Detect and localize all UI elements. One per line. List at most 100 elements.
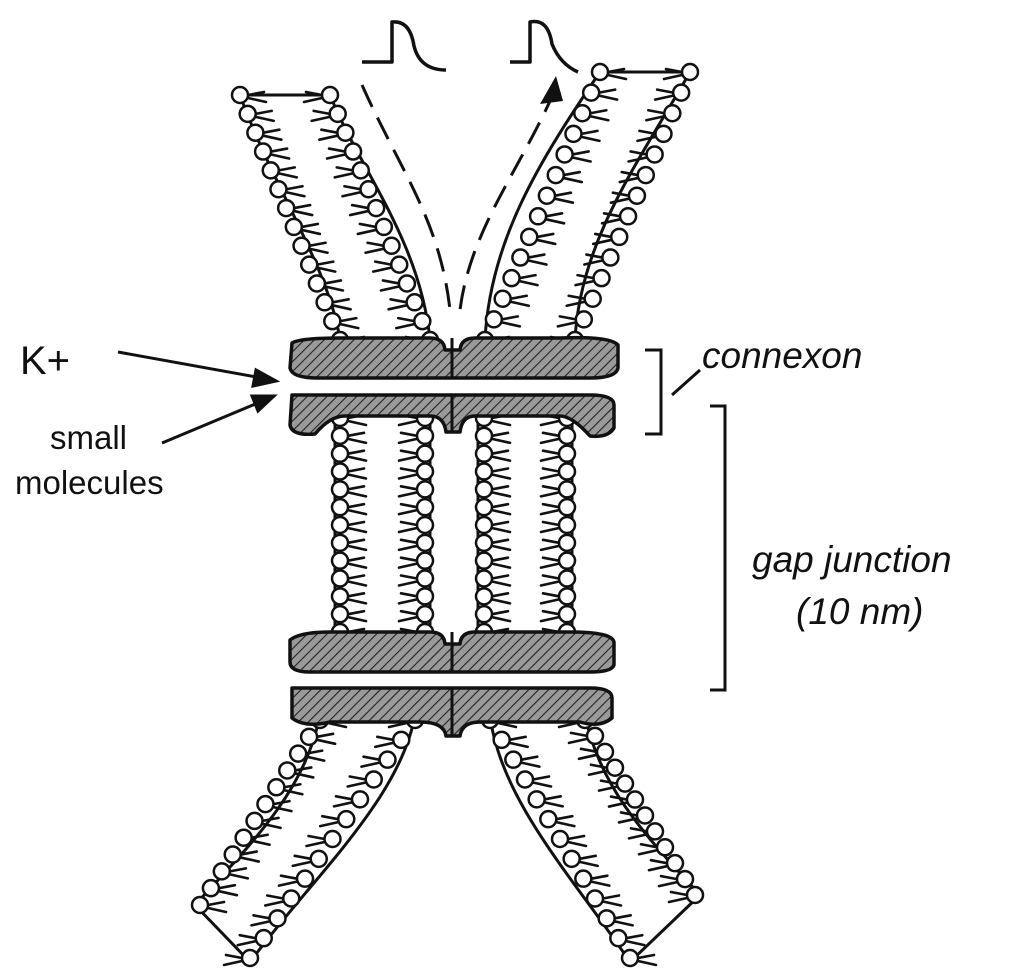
lipid-head: [417, 571, 433, 587]
action-potential-out-icon: [510, 21, 578, 72]
lipid-head: [664, 105, 680, 121]
lipid-head: [559, 481, 575, 497]
lipid-head: [332, 446, 348, 462]
lipid-head: [399, 275, 415, 291]
lipid-head: [494, 732, 510, 748]
current-flow-arrowhead: [540, 76, 563, 104]
connexon-bracket: [645, 350, 661, 434]
lipid-head: [417, 553, 433, 569]
lipid-head: [594, 270, 610, 286]
lipid-head: [559, 571, 575, 587]
lipid-head: [263, 162, 279, 178]
lipid-head: [667, 855, 683, 871]
lipid-head: [417, 428, 433, 444]
lipid-head: [301, 729, 317, 745]
lipid-head: [332, 535, 348, 551]
lipid-head: [309, 275, 325, 291]
k-ion-arrow: [118, 352, 262, 378]
lipid-head: [504, 270, 520, 286]
lipid-head: [353, 162, 369, 178]
lipid-head: [330, 106, 346, 122]
lipid-head: [332, 553, 348, 569]
lipid-head: [505, 752, 521, 768]
lipid-head: [332, 428, 348, 444]
lipid-head: [476, 571, 492, 587]
lipid-head: [337, 125, 353, 141]
lipid-head: [548, 167, 564, 183]
gap-junction-bracket: [710, 406, 725, 690]
lipid-head: [294, 238, 310, 254]
lipid-head: [332, 517, 348, 533]
lipid-head: [268, 779, 284, 795]
lipid-head: [417, 446, 433, 462]
lipid-head: [585, 291, 601, 307]
lipid-head: [583, 85, 599, 101]
lipid-head: [673, 85, 689, 101]
lipid-head: [283, 891, 299, 907]
lipid-head: [256, 930, 272, 946]
lipid-head: [332, 464, 348, 480]
connexon-leader: [672, 370, 700, 395]
lipid-head: [270, 181, 286, 197]
lipid-head: [602, 250, 618, 266]
lipid-head: [332, 481, 348, 497]
lipid-head: [203, 880, 219, 896]
lipid-head: [657, 839, 673, 855]
lipid-head: [476, 481, 492, 497]
lipid-head: [647, 823, 663, 839]
lipid-head: [529, 791, 545, 807]
lipid-head: [240, 106, 256, 122]
molecules-label: molecules: [15, 466, 164, 499]
lipid-head: [317, 294, 333, 310]
lipid-head: [552, 831, 568, 847]
lipid-head: [384, 238, 400, 254]
lipid-head: [576, 311, 592, 327]
lipid-head: [611, 229, 627, 245]
lipid-head: [476, 428, 492, 444]
lipid-head: [192, 897, 208, 913]
lipid-head: [352, 791, 368, 807]
lipid-head: [476, 606, 492, 622]
lipid-head: [345, 144, 361, 160]
lipid-head: [559, 553, 575, 569]
lipid-head: [332, 588, 348, 604]
lipid-head: [677, 871, 693, 887]
connexon-label: connexon: [702, 337, 862, 374]
lipid-head: [225, 847, 241, 863]
lipid-head: [559, 499, 575, 515]
lipid-head: [232, 87, 248, 103]
lipid-head: [338, 811, 354, 827]
lipid-head: [301, 257, 317, 273]
lipid-head: [574, 105, 590, 121]
lipid-head: [279, 762, 295, 778]
lipid-head: [512, 250, 528, 266]
membrane-bands: [195, 72, 700, 962]
small-label: small: [50, 421, 127, 454]
lipid-head: [627, 792, 643, 808]
lipid-head: [417, 464, 433, 480]
lipid-head: [311, 851, 327, 867]
lipid-head: [476, 499, 492, 515]
lipid-head: [297, 871, 313, 887]
lipid-head: [476, 553, 492, 569]
lipid-head: [637, 807, 653, 823]
lipid-head: [376, 219, 392, 235]
lipid-head: [587, 891, 603, 907]
lipid-head: [332, 606, 348, 622]
lipid-head: [278, 200, 294, 216]
lipid-head: [417, 481, 433, 497]
lipid-head: [332, 571, 348, 587]
lipid-head: [476, 446, 492, 462]
lipid-head: [559, 517, 575, 533]
lipid-head: [559, 428, 575, 444]
lipid-head: [597, 744, 613, 760]
connexon-plate-1: [290, 338, 618, 378]
lipid-head: [564, 851, 580, 867]
lipid-head: [599, 910, 615, 926]
lipid-head: [620, 208, 636, 224]
lipid-head: [521, 229, 537, 245]
lipid-head: [495, 291, 511, 307]
lipid-head: [360, 181, 376, 197]
lipid-head: [417, 499, 433, 515]
